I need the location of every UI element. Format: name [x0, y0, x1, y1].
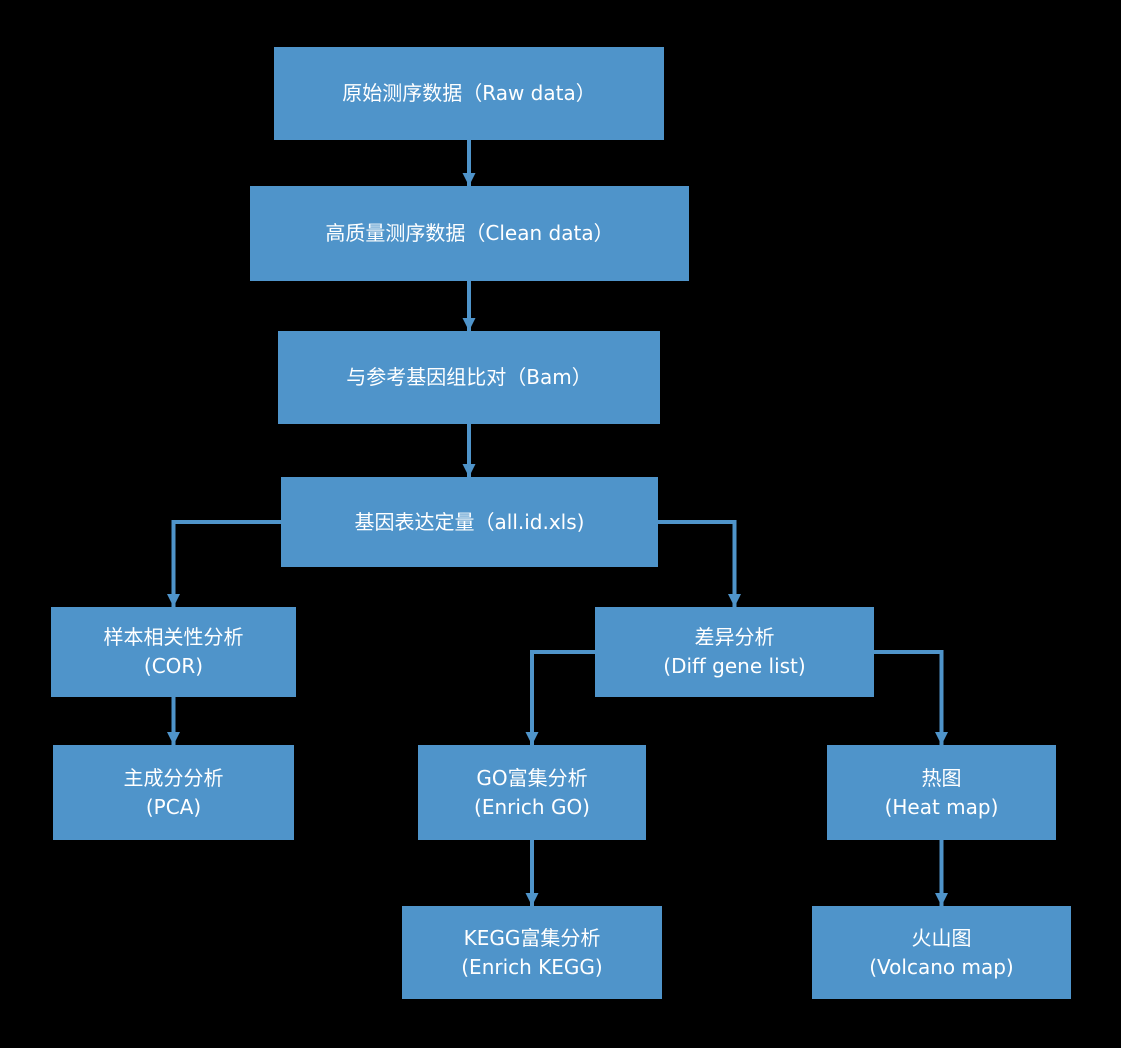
node-gene-expression-quantification: 基因表达定量（all.id.xls): [281, 477, 658, 567]
node-kegg-enrichment-label: KEGG富集分析 (Enrich KEGG): [461, 925, 603, 979]
node-gene-expression-quantification-label: 基因表达定量（all.id.xls): [354, 509, 585, 534]
node-raw-data-label: 原始测序数据（Raw data）: [342, 81, 596, 105]
arrow-quant-to-diff: [658, 520, 741, 607]
node-sample-correlation-cor-label: 样本相关性分析 (COR): [103, 625, 244, 678]
node-volcano-map-label: 火山图 (Volcano map): [869, 925, 1014, 979]
node-pca-label: 主成分分析 (PCA): [123, 765, 224, 819]
arrow-diff-to-go: [525, 650, 595, 745]
node-heat-map-label: 热图 (Heat map): [884, 765, 999, 819]
node-clean-data-label: 高质量测序数据（Clean data）: [325, 221, 614, 245]
node-sample-correlation-cor: 样本相关性分析 (COR): [51, 607, 296, 697]
node-diff-analysis: 差异分析 (Diff gene list): [595, 607, 874, 697]
node-go-enrichment: GO富集分析 (Enrich GO): [418, 745, 646, 840]
node-kegg-enrichment: KEGG富集分析 (Enrich KEGG): [402, 906, 662, 999]
node-go-enrichment-label: GO富集分析 (Enrich GO): [474, 765, 590, 819]
arrow-quant-to-cor: [167, 520, 281, 607]
node-raw-data: 原始测序数据（Raw data）: [274, 47, 664, 140]
arrow-diff-to-heat: [874, 650, 948, 745]
node-alignment-bam: 与参考基因组比对（Bam）: [278, 331, 660, 424]
node-alignment-bam-label: 与参考基因组比对（Bam）: [346, 365, 592, 389]
node-volcano-map: 火山图 (Volcano map): [812, 906, 1071, 999]
node-diff-analysis-label: 差异分析 (Diff gene list): [663, 625, 806, 678]
node-pca: 主成分分析 (PCA): [53, 745, 294, 840]
node-clean-data: 高质量测序数据（Clean data）: [250, 186, 689, 281]
node-heat-map: 热图 (Heat map): [827, 745, 1056, 840]
